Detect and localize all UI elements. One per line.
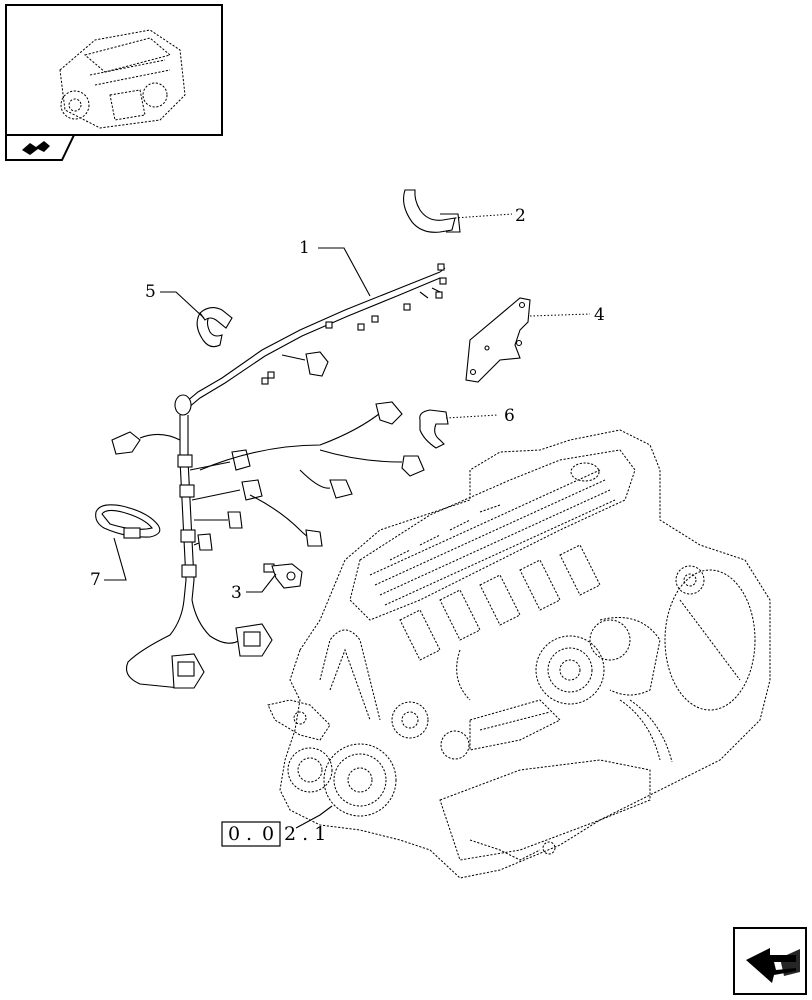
next-arrow-icon xyxy=(746,948,800,983)
section-reference[interactable]: 0 . 0 2 . 1 xyxy=(221,821,326,847)
callout-2[interactable]: 2 xyxy=(515,206,526,226)
part-4-bracket[interactable] xyxy=(465,297,531,383)
callout-3[interactable]: 3 xyxy=(231,583,242,603)
part-7-cable-tie[interactable] xyxy=(95,504,161,539)
engine-thumbnail-icon xyxy=(59,29,186,129)
part-5-strap[interactable] xyxy=(196,307,233,348)
reference-digit-1: 0 xyxy=(228,823,240,845)
reference-tail: 2 . 1 xyxy=(284,823,326,845)
reference-digit-2: 0 xyxy=(262,823,274,845)
thumbnail-panel[interactable] xyxy=(5,4,223,161)
part-3-sensor[interactable] xyxy=(263,563,303,589)
reference-dot-1: . xyxy=(246,823,252,845)
engine-assembly xyxy=(267,429,771,879)
callout-leaders xyxy=(104,213,591,829)
folder-arrow-icon xyxy=(22,141,50,155)
callout-4[interactable]: 4 xyxy=(594,305,605,325)
callout-7[interactable]: 7 xyxy=(90,570,101,590)
next-page-nav[interactable] xyxy=(733,927,807,995)
part-1-wiring-harness[interactable] xyxy=(111,263,447,689)
part-2-clip[interactable] xyxy=(403,189,461,233)
callout-5[interactable]: 5 xyxy=(145,282,156,302)
part-6-clamp[interactable] xyxy=(419,409,449,449)
reference-box xyxy=(221,821,281,847)
callout-6[interactable]: 6 xyxy=(504,406,515,426)
callout-1[interactable]: 1 xyxy=(299,238,310,258)
